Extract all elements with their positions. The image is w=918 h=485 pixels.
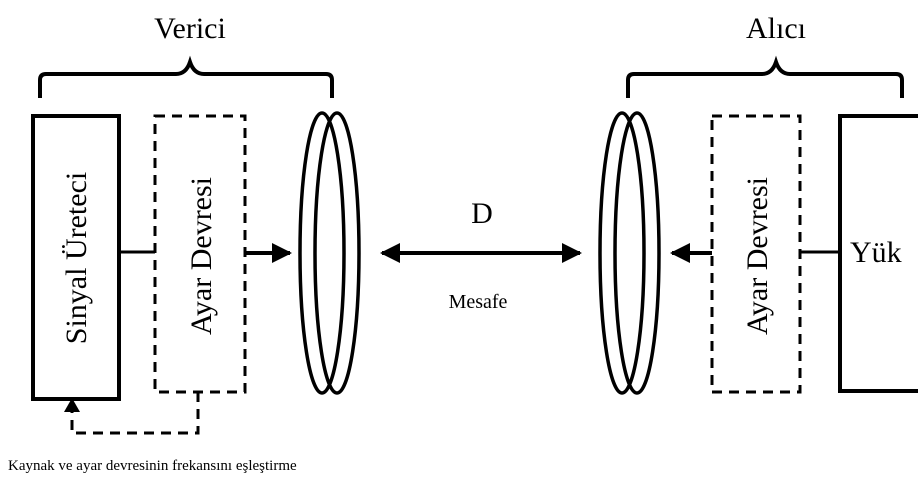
load-block	[838, 114, 918, 393]
receiver-tuning-label: Ayar Devresi	[741, 177, 774, 335]
receiver-brace	[626, 55, 904, 98]
signal-generator-label: Sinyal Üreteci	[60, 172, 93, 344]
transmitter-tuning-label: Ayar Devresi	[185, 177, 218, 335]
distance-label: Mesafe	[449, 291, 508, 313]
feedback-path	[70, 392, 200, 435]
transmitter-brace	[38, 55, 334, 98]
signal-generator-block	[31, 114, 121, 401]
load-label: Yük	[850, 236, 902, 269]
feedback-arrowhead	[64, 398, 80, 412]
transmitter-title: Verici	[154, 12, 226, 45]
transmitter-coil	[298, 111, 361, 395]
receiver-coil	[598, 111, 661, 395]
receiver-title: Alıcı	[746, 12, 806, 45]
caption: Kaynak ve ayar devresinin frekansını eşl…	[8, 458, 297, 474]
receiver-tuning-block	[710, 114, 802, 394]
distance-symbol: D	[471, 197, 493, 230]
